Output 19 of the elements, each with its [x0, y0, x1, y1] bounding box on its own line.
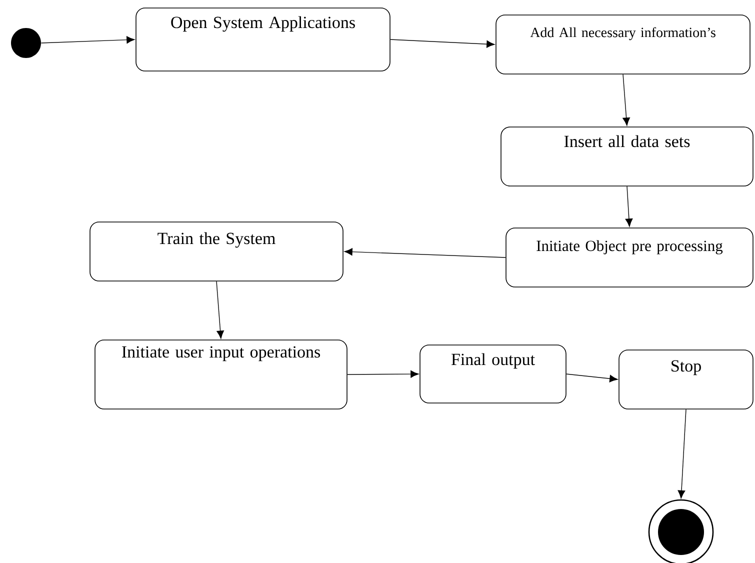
arrow	[347, 370, 419, 378]
state-box: Initiate Object pre processing	[506, 228, 754, 288]
arrow	[216, 281, 224, 339]
arrow	[566, 374, 618, 382]
arrow	[622, 74, 630, 126]
arrow	[678, 409, 686, 498]
arrow	[625, 186, 633, 227]
state-box: Stop	[618, 350, 754, 410]
end-node	[648, 499, 714, 563]
state-box: Open System Applications	[136, 8, 390, 72]
arrow	[390, 39, 495, 48]
arrow	[40, 36, 135, 44]
start-node	[11, 28, 41, 58]
arrow	[344, 248, 506, 258]
state-box: Insert all data sets	[500, 126, 754, 186]
state-box: Final output	[420, 344, 566, 404]
state-box: Train the System	[90, 222, 344, 282]
state-box: Initiate user input operations	[94, 340, 348, 410]
state-box: Add All necessary information’s	[496, 14, 750, 74]
